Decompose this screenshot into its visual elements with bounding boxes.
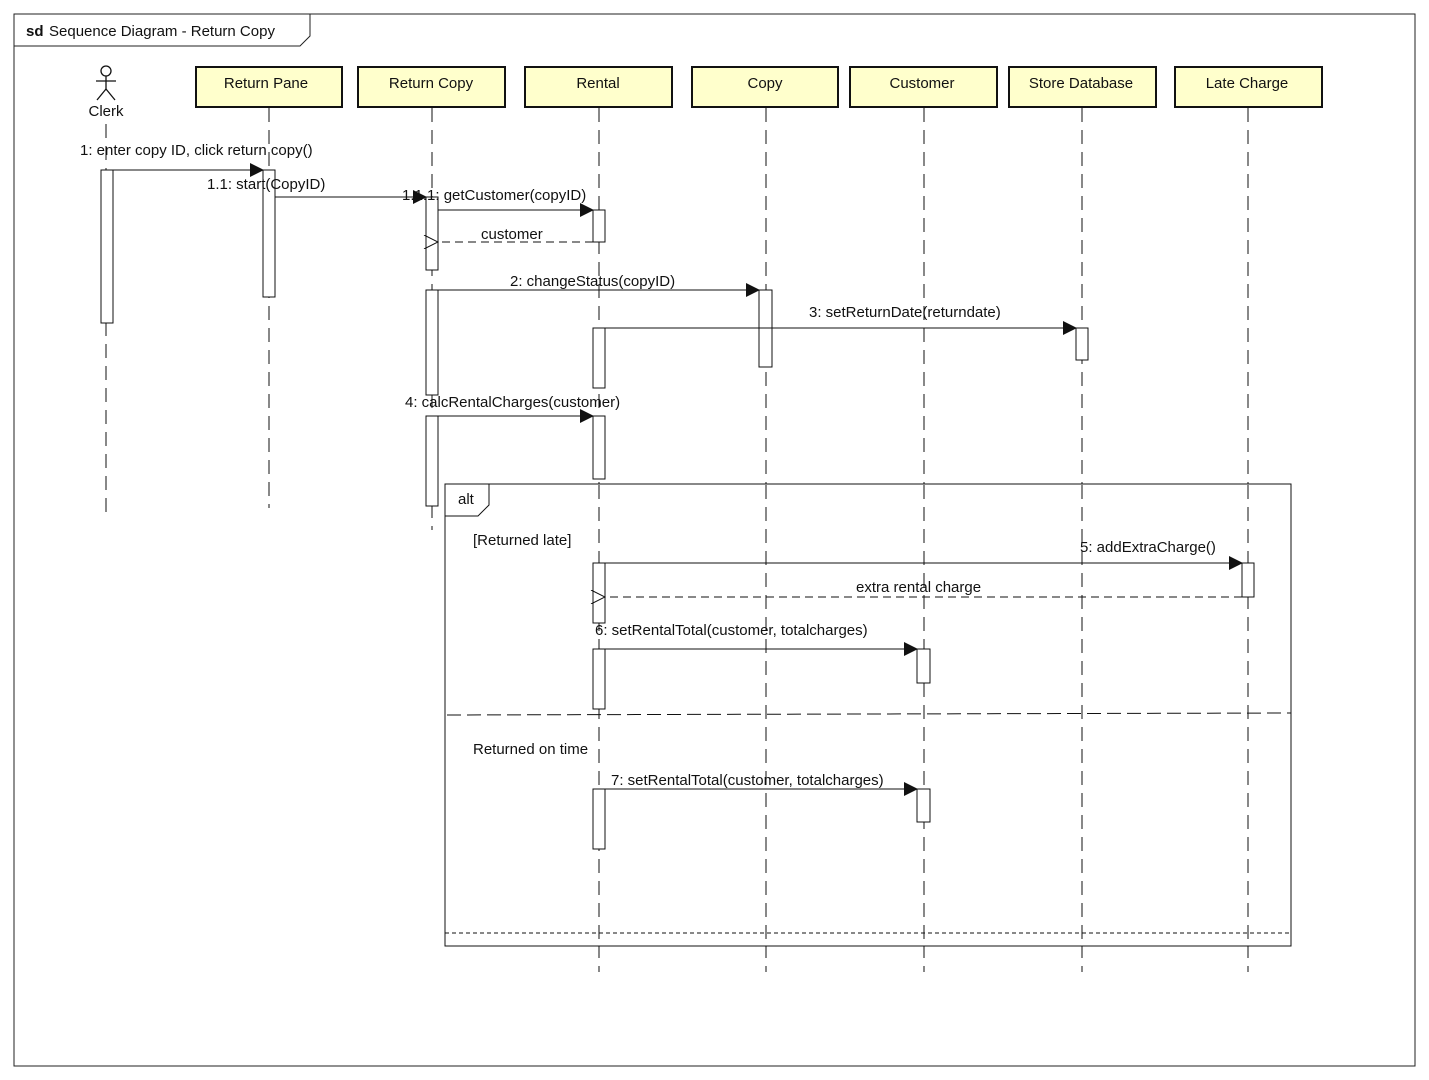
activation-rental-5 [592,648,606,710]
actor-head-icon [100,65,112,77]
lifeline-head-late-charge: Late Charge [1174,66,1323,108]
activation-clerk [100,169,114,324]
alt-guard-returned-late: [Returned late] [473,532,571,549]
activation-rental-2 [592,327,606,389]
activation-store-database [1075,327,1089,361]
lifeline-head-return-pane: Return Pane [195,66,343,108]
lifeline-head-copy: Copy [691,66,839,108]
activation-rental-1 [592,209,606,243]
message-label-m6: 6: setRentalTotal(customer, totalcharges… [595,622,868,639]
alt-operator-label: alt [458,491,475,508]
lifeline-label: Store Database [1029,75,1133,92]
lifeline-label: Rental [576,75,619,92]
lifeline-head-rental: Rental [524,66,673,108]
message-label-r111: customer [481,226,543,243]
activation-late-charge [1241,562,1255,598]
actor-label: Clerk [88,103,124,120]
message-label-m5: 5: addExtraCharge() [1080,539,1216,556]
frame-title-tab [14,14,311,47]
message-label-m3: 3: setReturnDate(returndate) [809,304,1001,321]
frame-title: Sequence Diagram - Return Copy [49,23,275,40]
lifeline-label: Customer [889,75,954,92]
message-label-m7: 7: setRentalTotal(customer, totalcharges… [611,772,884,789]
activation-customer-1 [916,648,931,684]
lifeline-head-return-copy: Return Copy [357,66,506,108]
message-label-m111: 1.1.1: getCustomer(copyID) [402,187,586,204]
activation-rental-6 [592,788,606,850]
lifeline-head-store-database: Store Database [1008,66,1157,108]
lifeline-label: Return Pane [224,75,308,92]
activation-return-copy-3 [425,415,439,507]
lifeline-head-customer: Customer [849,66,998,108]
activation-return-copy-1 [425,196,439,271]
lifeline-label: Copy [747,75,783,92]
alt-operand-separator [446,712,1292,716]
message-label-m11: 1.1: start(CopyID) [207,176,325,193]
actor-clerk: Clerk [88,65,124,120]
message-label-m1: 1: enter copy ID, click return copy() [80,142,313,159]
lifeline-label: Late Charge [1206,75,1289,92]
frame-keyword: sd [26,23,44,40]
alt-fragment: alt [Returned late] Returned on time [444,483,1292,947]
activation-customer-2 [916,788,931,823]
alt-operator-tab [445,484,490,517]
diagram-frame [13,13,1416,1067]
activation-rental-4 [592,562,606,624]
message-label-r5: extra rental charge [856,579,981,596]
alt-guard-returned-on-time: Returned on time [473,741,588,758]
message-label-m2: 2: changeStatus(copyID) [510,273,675,290]
activation-return-copy-2 [425,289,439,396]
message-label-m4: 4: calcRentalCharges(customer) [405,394,620,411]
lifeline-label: Return Copy [389,75,474,92]
activation-rental-3 [592,415,606,480]
activation-return-pane [262,169,276,298]
